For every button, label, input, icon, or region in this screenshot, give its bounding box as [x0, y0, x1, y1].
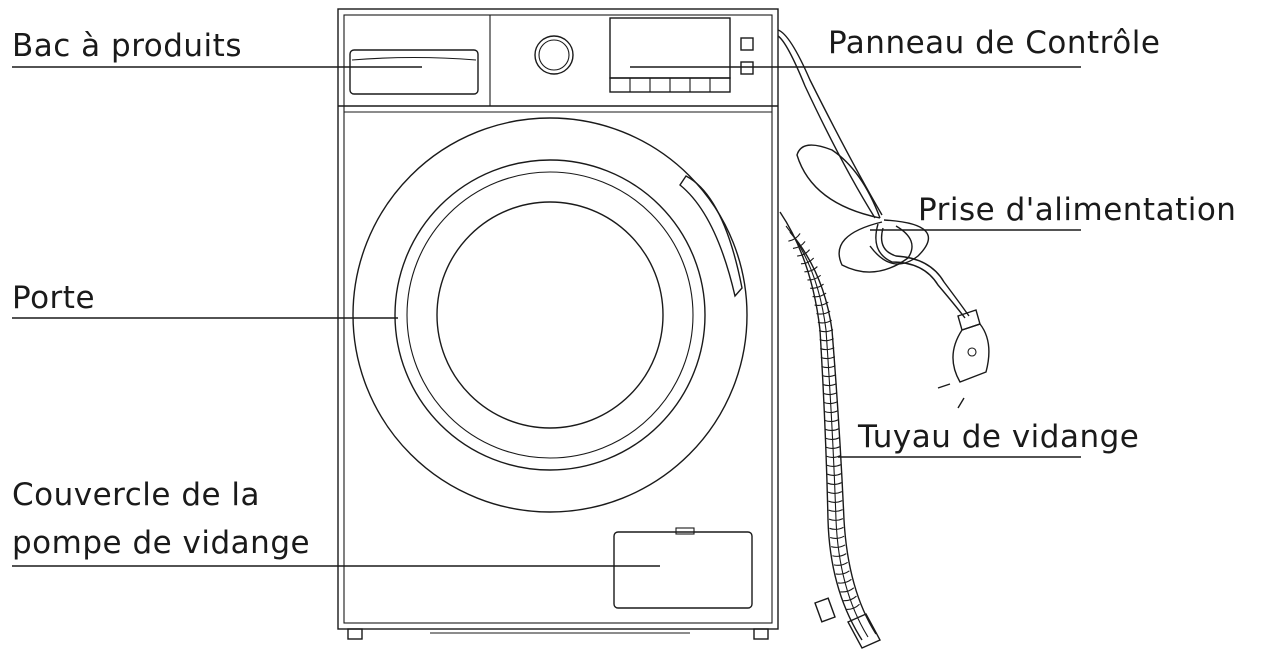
- hose-rib: [832, 553, 847, 557]
- hose-rib: [825, 446, 841, 449]
- hose-rib: [818, 329, 834, 333]
- hose-rib: [800, 257, 815, 265]
- hose-rib: [833, 561, 848, 566]
- drain-hose: [779, 211, 881, 649]
- hose-rib: [821, 365, 836, 369]
- hose-rib: [835, 570, 850, 575]
- hose-rib: [822, 383, 837, 387]
- hose-rib: [807, 274, 822, 281]
- hose-rib: [843, 595, 857, 602]
- hose-rib: [824, 419, 839, 423]
- hose-rib: [822, 392, 838, 396]
- hose-rib: [827, 473, 842, 476]
- label-pump-cover-line2: pompe de vidange: [12, 525, 310, 561]
- hose-rib: [828, 500, 843, 503]
- hose-rib: [828, 518, 844, 521]
- label-power-plug: Prise d'alimentation: [918, 192, 1236, 228]
- hose-rib: [846, 603, 860, 610]
- hose-rib: [828, 509, 843, 512]
- hose-rib: [820, 356, 836, 360]
- power-plug-icon: [937, 309, 990, 409]
- hose-rib: [821, 374, 837, 378]
- door: [352, 117, 748, 513]
- detergent-drawer: [349, 49, 479, 95]
- control-panel-display: [609, 17, 754, 93]
- hose-rib: [829, 526, 844, 530]
- hose-rib: [823, 401, 838, 405]
- program-knob: [534, 35, 574, 75]
- hose-rib: [810, 283, 824, 289]
- hose-rib: [829, 535, 845, 539]
- label-pump-cover-line1: Couvercle de la: [12, 477, 260, 513]
- drain-pump-cover: [613, 527, 753, 609]
- label-drain-hose: Tuyau de vidange: [857, 419, 1139, 455]
- hose-rib: [827, 491, 843, 494]
- hose-rib: [820, 347, 835, 351]
- hose-rib: [819, 338, 834, 342]
- hose-rib: [840, 587, 855, 593]
- hose-rib: [826, 464, 842, 467]
- machine-body: [337, 8, 779, 630]
- label-door: Porte: [12, 280, 95, 316]
- hose-rib: [827, 482, 842, 485]
- power-cord: [777, 29, 970, 319]
- hose-rib: [824, 428, 840, 431]
- hose-rib: [825, 437, 840, 440]
- hose-rib: [812, 292, 827, 298]
- hose-rib: [830, 544, 846, 548]
- hose-rib: [804, 266, 818, 273]
- machine-feet: [347, 628, 769, 640]
- hose-rib: [817, 319, 832, 324]
- hose-rib: [826, 455, 841, 458]
- hose-rib: [823, 410, 839, 414]
- hose-rib: [816, 310, 831, 315]
- leader-lines: [12, 66, 1081, 567]
- hose-rib: [837, 578, 852, 584]
- hose-rib: [797, 249, 811, 257]
- label-detergent-drawer: Bac à produits: [12, 28, 242, 64]
- hose-rib: [788, 233, 801, 242]
- label-control-panel: Panneau de Contrôle: [828, 25, 1160, 61]
- hose-rib: [792, 241, 806, 250]
- hose-rib: [814, 301, 829, 306]
